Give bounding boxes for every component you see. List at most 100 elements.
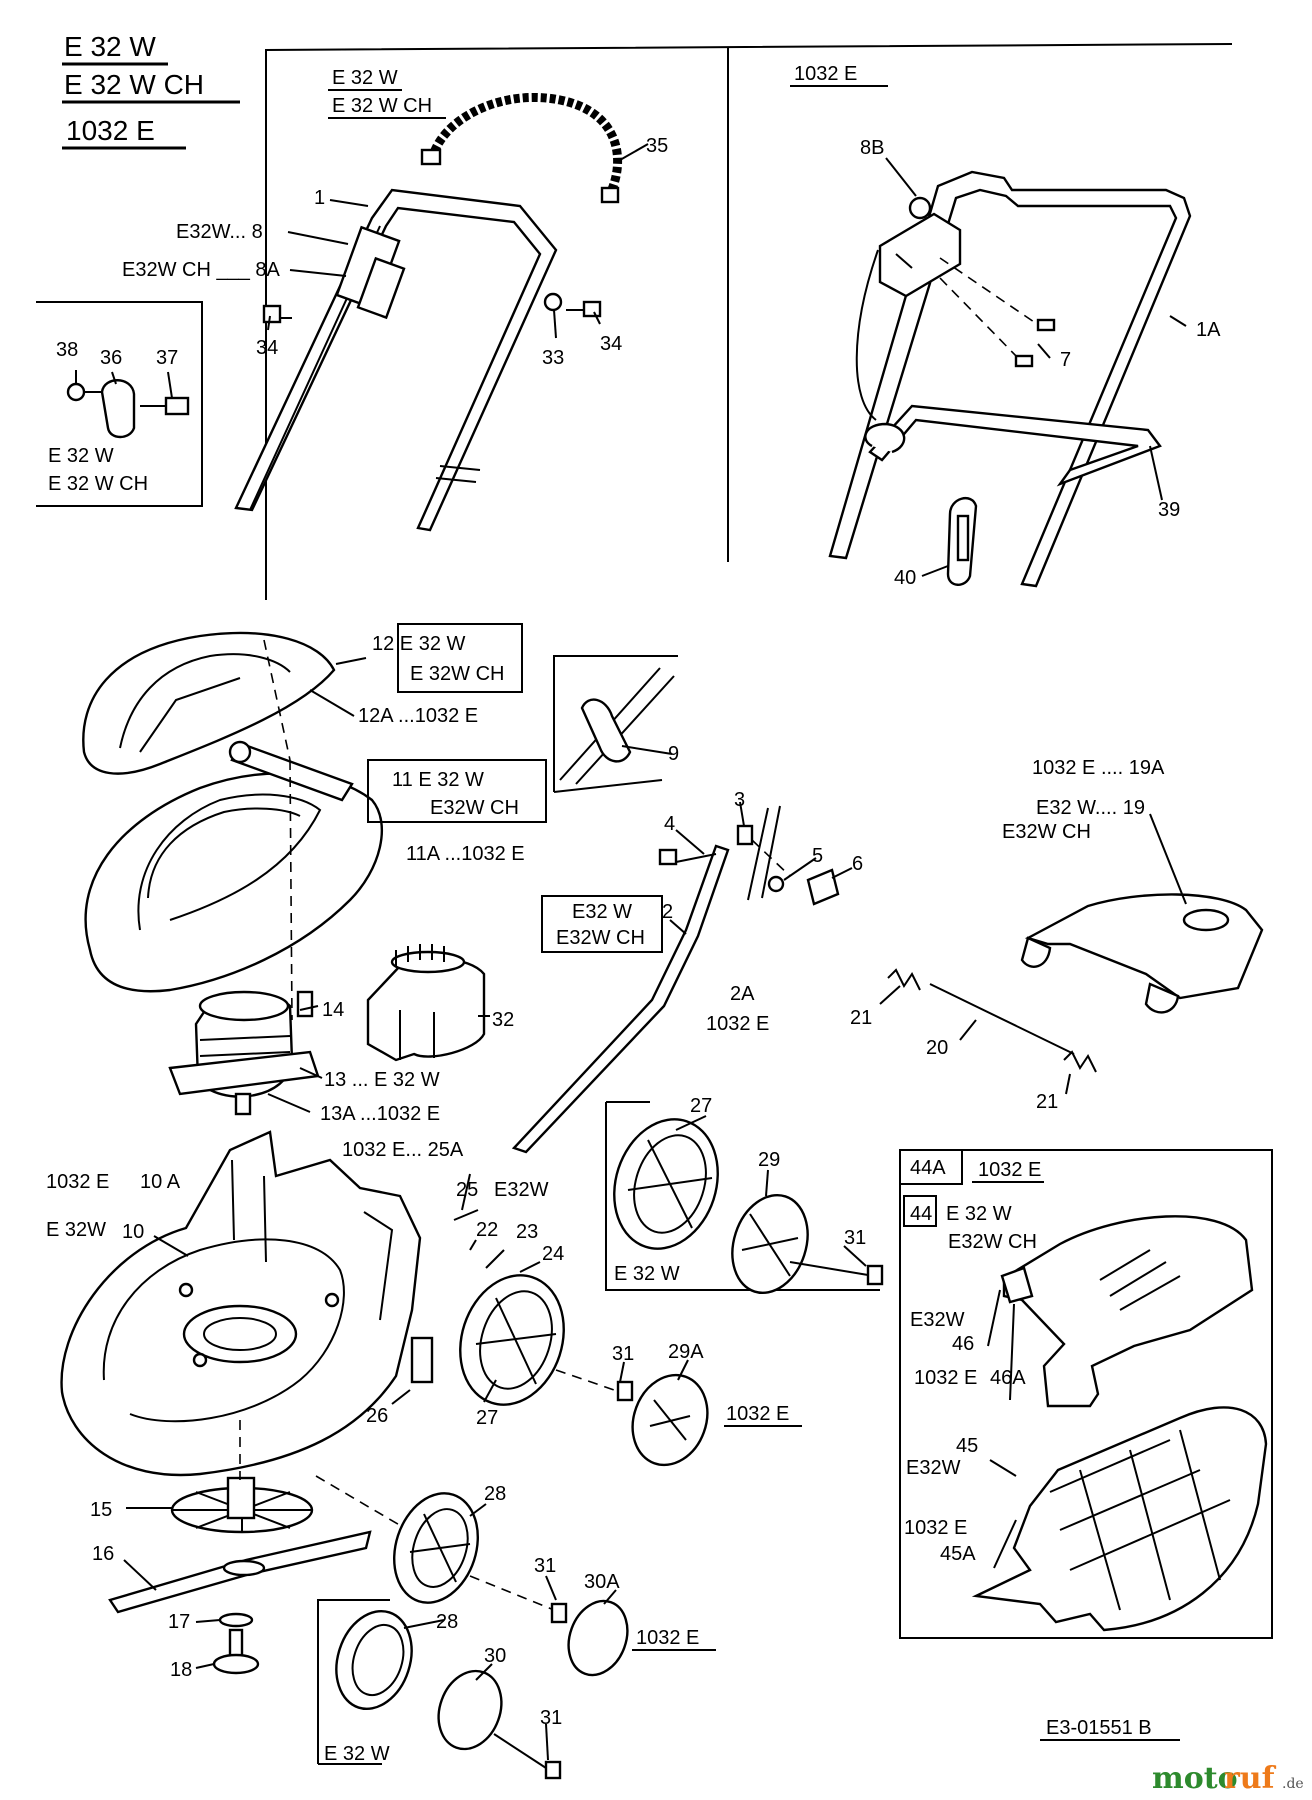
panel-label: E32W CH [948,1231,1037,1253]
callout: 1032 E [706,1013,769,1035]
model-header: E 32 W E 32 W CH 1032 E [62,31,240,150]
panel-label: E32W CH [430,797,519,819]
callout: 1032 E .... 19A [1032,757,1165,779]
panel-label: E 32 W CH [332,95,432,117]
callout: 24 [542,1243,564,1265]
panel-label: 1032 E [794,63,857,85]
callout: 21 [1036,1091,1058,1113]
callout: 13A ...1032 E [320,1103,440,1125]
callout: 46 [952,1333,974,1355]
callout: 22 [476,1219,498,1241]
callout: 46A [990,1367,1026,1389]
callout: 28 [436,1611,458,1633]
panel-label: 44 [910,1203,932,1225]
handle-1032e: 1032 E [790,63,1192,588]
callout: 1032 E [46,1171,109,1193]
callout: 10 [122,1221,144,1243]
panel-label: E 32 W [332,67,398,89]
callout: E 32W [46,1219,106,1241]
panel-label: E 32 W [614,1263,680,1285]
frame-top-handles [265,43,1233,600]
front-wheel [393,1492,716,1677]
callout: 34 [256,337,278,359]
handle-cable-panel-label: E 32 W E 32 W CH [328,67,446,119]
callout: 40 [894,567,916,589]
callout: 18 [170,1659,192,1681]
panel-label: E 32 W [946,1203,1012,1225]
grass-catcher-panel: 44A 1032 E 44 E 32 W E32W CH [899,1149,1273,1639]
callout: 7 [1060,349,1071,371]
panel-label: 1032 E [978,1159,1041,1181]
mower-deck [60,1130,434,1477]
cable-clamp [66,379,190,439]
callout: 45A [940,1543,976,1565]
cable-plug [600,186,620,204]
callout: 14 [322,999,344,1021]
callout-labels: 35 1 E32W... 8 E32W CH ___ 8A 34 33 34 3… [46,135,1221,1729]
callout: E32W... 8 [176,221,263,243]
callout: 1032 E [904,1517,967,1539]
cable-35 [427,92,623,196]
panel-label: E 32 W [324,1743,390,1765]
motor [168,990,320,1116]
callout: 15 [90,1499,112,1521]
callout: 32 [492,1009,514,1031]
callout: E32W CH [1002,821,1091,843]
callout: 26 [366,1405,388,1427]
leader-lines [75,143,1187,1761]
callout: 4 [664,813,675,835]
callout: 31 [612,1343,634,1365]
callout: 13 ... E 32 W [324,1069,440,1091]
callout: 6 [852,853,863,875]
callout: 21 [850,1007,872,1029]
panel-label: 11A ...1032 E [406,843,525,865]
drawing-number: E3-01551 B [1046,1717,1152,1739]
callout: 1032 E [914,1367,977,1389]
callout: 30A [584,1571,620,1593]
panel-label: E32 W [572,901,632,923]
callout: 34 [600,333,622,355]
watermark-text: ruf [1224,1761,1277,1796]
panel-label: 44A [910,1157,946,1179]
wheel-panel-e32w: E 32 W [605,1101,884,1295]
panel-label: E 32 W [48,445,114,467]
panel-label: E32W CH [556,927,645,949]
panel-label: E 32W CH [410,663,504,685]
handle-e32w [234,188,602,532]
callout: 10 A [140,1171,181,1193]
model-label: 1032 E [66,115,155,146]
callout: 31 [540,1707,562,1729]
callout: 3 [734,789,745,811]
grass-box-housing [84,639,384,1021]
hood12-label-box: 12 E 32 W E 32W CH 12A ...1032 E [309,623,523,727]
motor-cover [366,944,486,1062]
callout: 9 [668,743,679,765]
callout: 17 [168,1611,190,1633]
callout: 23 [516,1221,538,1243]
cable-plug [420,148,442,166]
callout: E32W [910,1309,965,1331]
watermark-logo: moto ruf .de [1152,1761,1304,1796]
callout: 38 [56,339,78,361]
callout: E32W [906,1457,961,1479]
callout: 1032 E... 25A [342,1139,464,1161]
panel-label: 12 E 32 W [372,633,466,655]
callout: 37 [156,347,178,369]
callout: 20 [926,1037,948,1059]
rear-wheel [459,1274,802,1467]
model-label: E 32 W [64,31,156,62]
watermark-text: .de [1282,1776,1304,1792]
callout: 29A [668,1341,704,1363]
front-wheel-panel-e32w: E 32 W [317,1599,562,1780]
callout: 31 [534,1555,556,1577]
upper-hood [82,631,336,775]
callout: E32W CH ___ 8A [122,259,281,281]
watermark-text: moto [1152,1761,1238,1796]
callout: E32 W.... 19 [1036,797,1145,819]
callout: 27 [690,1095,712,1117]
callout: 1032 E [726,1403,789,1425]
panel-label: 12A ...1032 E [358,705,478,727]
callout: 16 [92,1543,114,1565]
